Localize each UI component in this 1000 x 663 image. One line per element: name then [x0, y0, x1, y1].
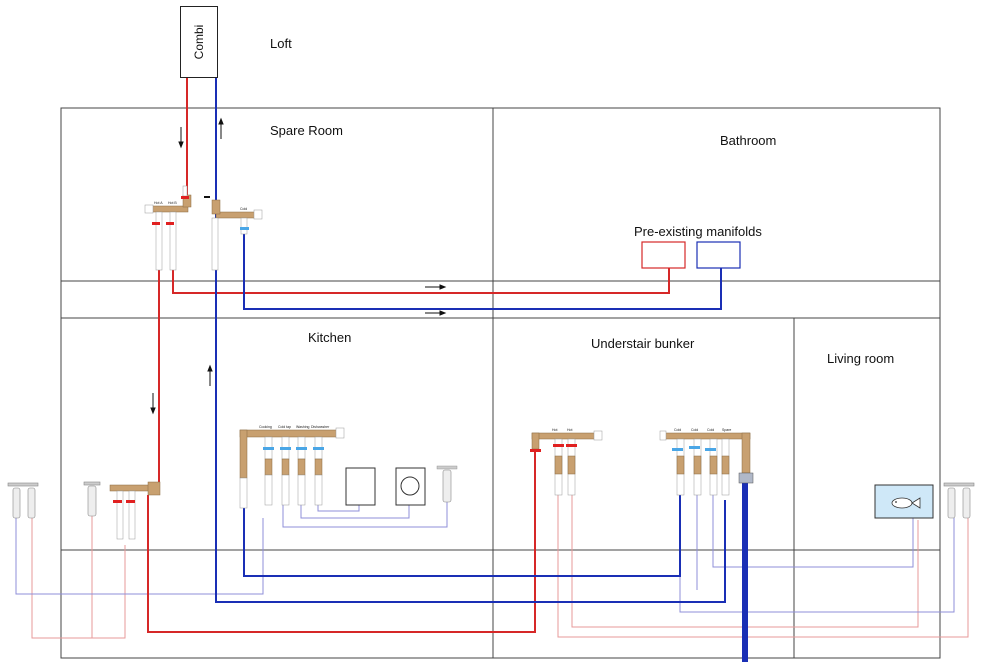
room-label-kitchen: Kitchen [308, 330, 352, 345]
kitchen-appliance-feed-2 [300, 505, 410, 519]
valve-red-icon[interactable] [166, 222, 174, 225]
washing-machine-icon [395, 467, 426, 506]
preexisting-hot-manifold [641, 241, 686, 269]
room-walls [60, 107, 941, 659]
valve-red-icon[interactable] [113, 500, 122, 503]
hot-pipes [147, 78, 670, 633]
kitchen-appliance-feed-1 [282, 502, 448, 528]
combi-boiler: Combi [180, 6, 218, 78]
left-sink-cold-feed [15, 512, 264, 595]
arrow-down-icon [150, 393, 156, 415]
stopcock-icon[interactable] [738, 472, 754, 484]
fish-tank [874, 484, 934, 519]
arrow-down-icon [178, 127, 184, 149]
valve-blue-icon[interactable] [240, 227, 249, 230]
bathroom-taps-right [943, 482, 975, 519]
kitchen-appliance-feed-3 [317, 505, 360, 512]
spare-room-cold-manifold [204, 196, 263, 271]
spare-to-bathroom-hot [172, 268, 670, 294]
manifold-port-label: Dishwasher [311, 425, 330, 429]
valve-blue-icon[interactable] [296, 447, 307, 450]
understair-cold-feed-3 [712, 495, 914, 568]
valve-red-icon[interactable] [566, 444, 577, 447]
room-label-bathroom: Bathroom [720, 133, 777, 148]
room-label-loft: Loft [270, 36, 292, 51]
arrow-right-icon [425, 310, 447, 316]
valve-blue-icon[interactable] [705, 448, 716, 451]
manifold-port-label: Hot B [168, 201, 177, 205]
room-label-spare-room: Spare Room [270, 123, 343, 138]
understair-hot-manifold [530, 430, 603, 496]
valve-blue-icon[interactable] [672, 448, 683, 451]
kitchen-manifold [239, 427, 345, 509]
kitchen-tap-icon [436, 465, 458, 503]
room-label-living-room: Living room [827, 351, 895, 366]
valve-blue-icon[interactable] [280, 447, 291, 450]
left-manifold-to-understair-hot [147, 448, 536, 633]
manifold-port-label: Cooking [259, 425, 272, 429]
manifold-port-label: Cold [691, 428, 699, 432]
arrow-up-icon [218, 117, 224, 139]
valve-red-icon[interactable] [553, 444, 564, 447]
spare-room-hot-manifold [144, 185, 192, 271]
combi-cold-down [215, 78, 726, 603]
combi-label: Combi [192, 24, 206, 60]
manifold-port-label: Hot [567, 428, 573, 432]
manifold-port-label: Cold tap [278, 425, 292, 429]
flow-arrows [150, 117, 447, 415]
manifold-port-label: Cold [674, 428, 682, 432]
valve-blue-icon[interactable] [263, 447, 274, 450]
fish-icon [891, 497, 921, 509]
left-hot-manifold [109, 481, 161, 540]
light-feed-pipes [15, 495, 969, 639]
spare-to-bathroom-cold [243, 232, 722, 310]
manifold-port-label: Cold [240, 207, 248, 211]
valve-blue-icon[interactable] [313, 447, 324, 450]
cold-pipes [215, 78, 748, 662]
manifold-port-label: Cold [707, 428, 715, 432]
arrow-right-icon [425, 284, 447, 290]
kitchen-to-understair-cold [243, 495, 681, 577]
dishwasher-icon [345, 467, 376, 506]
understair-cold-manifold [659, 430, 754, 496]
manifold-port-label: Spare [722, 428, 732, 432]
room-label-understair: Understair bunker [591, 336, 695, 351]
preexisting-cold-manifold [696, 241, 741, 269]
valve-red-icon[interactable] [181, 196, 189, 199]
valve-red-icon[interactable] [126, 500, 135, 503]
manifold-port-label: Washing [296, 425, 310, 429]
house-outline [60, 107, 941, 659]
preexisting-manifolds-label: Pre-existing manifolds [634, 224, 762, 239]
manifold-port-label: Hot A [154, 201, 163, 205]
kitchen-manifold-outlets [263, 436, 324, 506]
understair-hot-feed-1 [557, 495, 969, 638]
valve-red-icon[interactable] [152, 222, 160, 225]
left-sink-hot-feed [31, 512, 126, 639]
manifold-port-label: Hot [552, 428, 558, 432]
valve-red-icon[interactable] [530, 449, 541, 452]
valve-blue-icon[interactable] [689, 446, 700, 449]
arrow-up-icon [207, 364, 213, 386]
bathroom-taps-left [7, 481, 101, 519]
